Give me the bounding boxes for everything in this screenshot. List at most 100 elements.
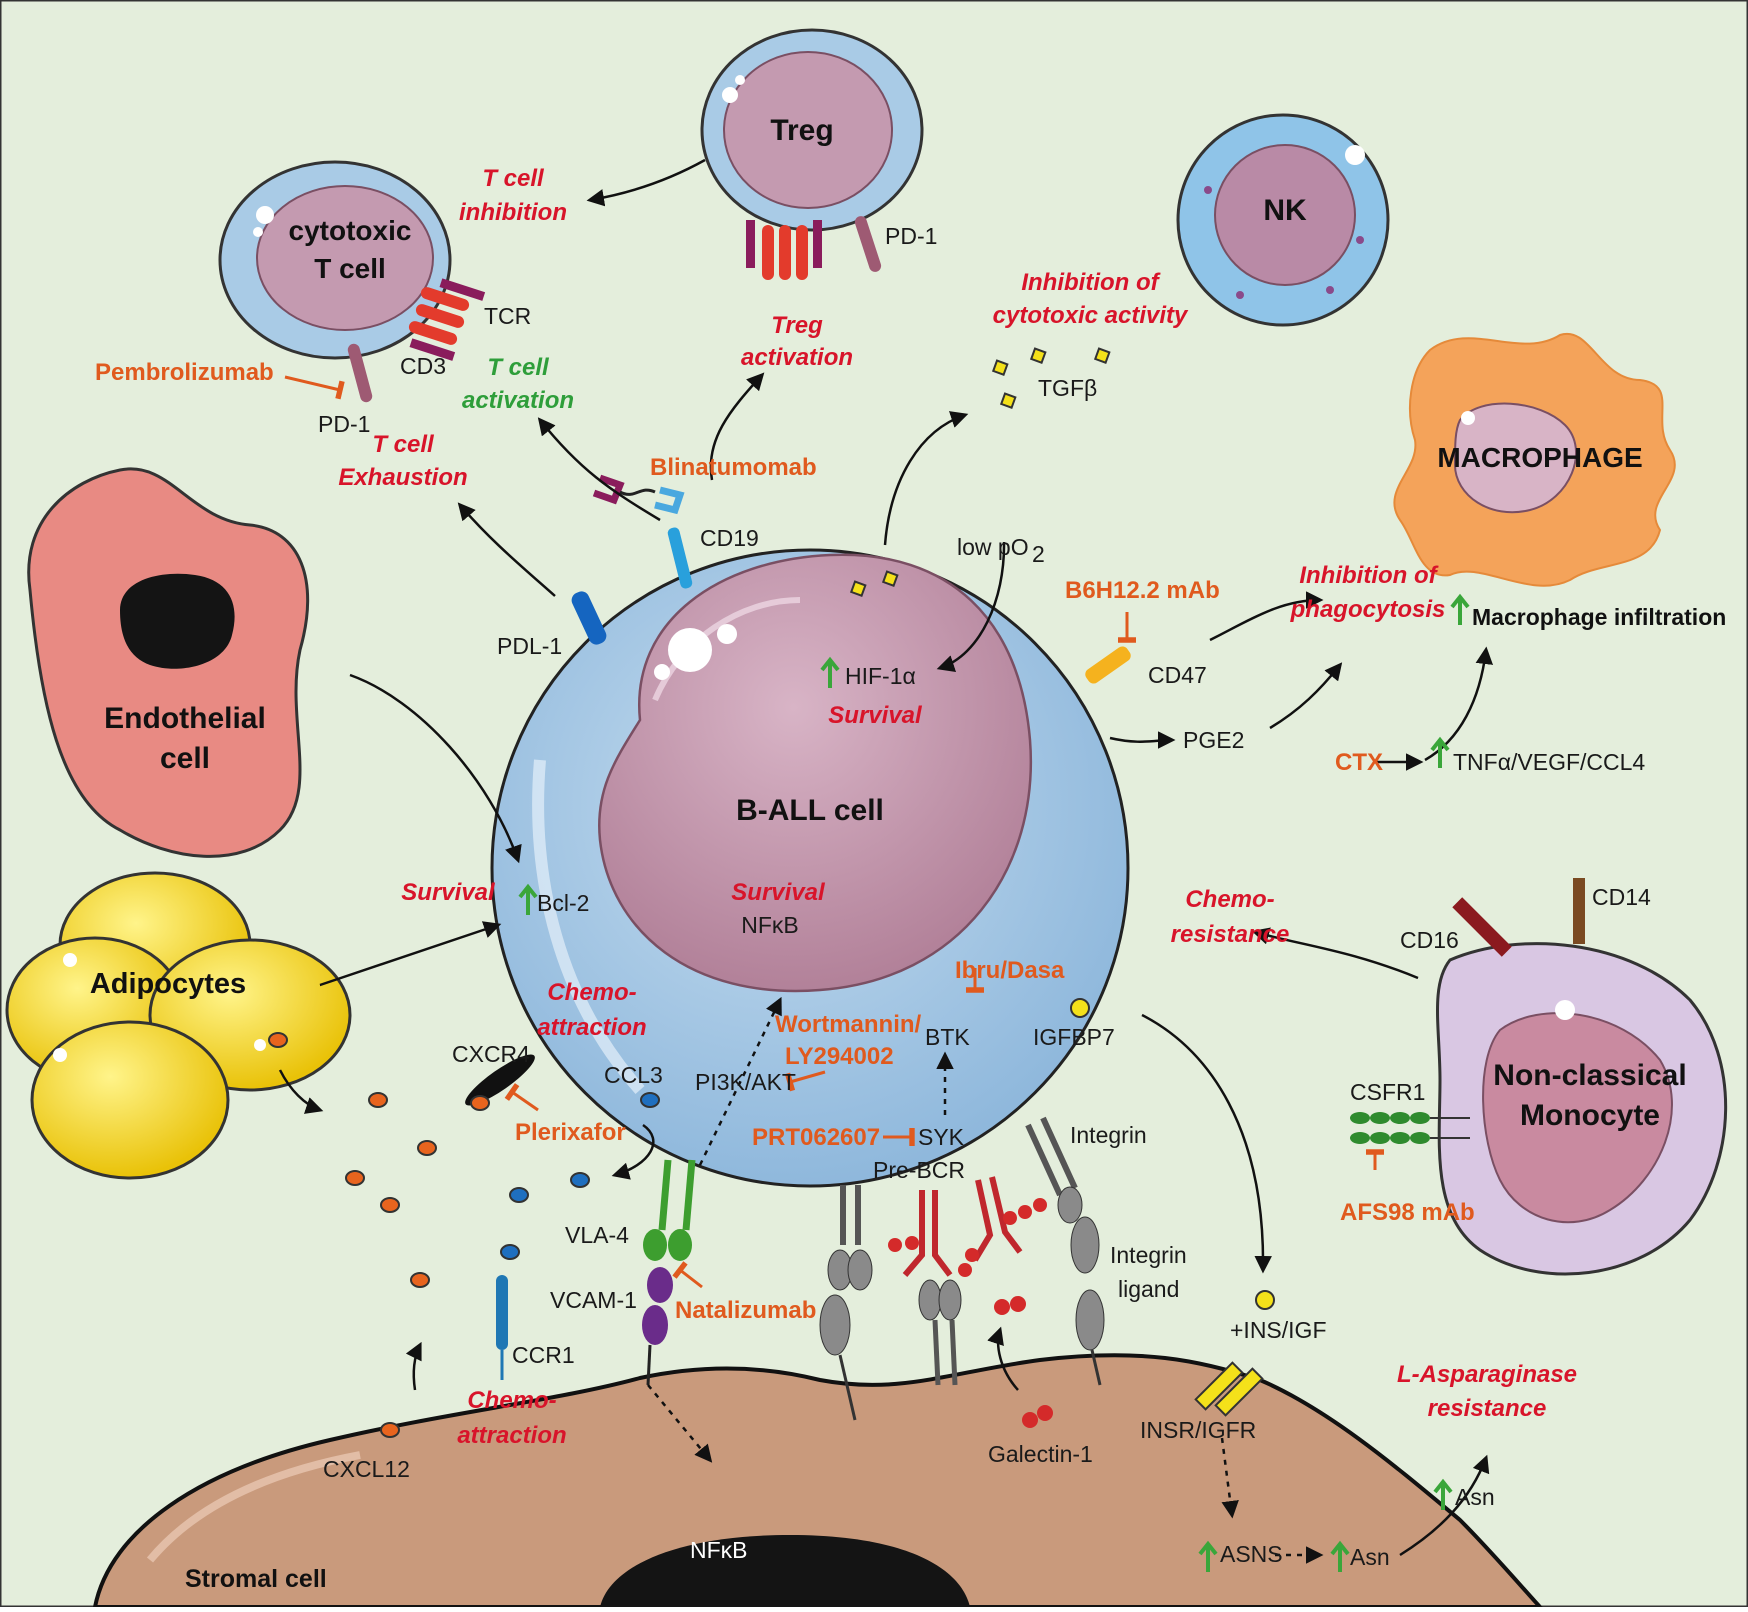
- t-activation-line1: T cell: [487, 354, 550, 381]
- blinatumomab-label: Blinatumomab: [650, 454, 817, 481]
- cytotoxic-name-line1: cytotoxic: [289, 215, 412, 246]
- pd1-receptor-t: [347, 343, 373, 403]
- pdl1-label: PDL-1: [497, 633, 562, 659]
- igfbp7-label: IGFBP7: [1033, 1024, 1115, 1050]
- galectin-label: Galectin-1: [988, 1441, 1093, 1467]
- b6h12-label: B6H12.2 mAb: [1065, 577, 1220, 604]
- cxcr4-receptor: [465, 1054, 535, 1106]
- inhibition-phagocytosis-line1: Inhibition of: [1299, 562, 1438, 589]
- wortmannin-label-2: LY294002: [785, 1043, 894, 1070]
- pre-bcr: [888, 1176, 1047, 1277]
- cd47-label: CD47: [1148, 662, 1207, 688]
- stromal-nucleus: [600, 1535, 970, 1607]
- inhibition-cytotoxic-line1: Inhibition of: [1021, 269, 1160, 296]
- endothelial-name-line2: cell: [160, 742, 210, 775]
- cd3-label: CD3: [400, 353, 446, 379]
- plerixafor-label: Plerixafor: [515, 1119, 626, 1146]
- bcl2-label: Bcl-2: [537, 890, 589, 916]
- t-exhaustion-line1: T cell: [372, 431, 435, 458]
- wortmannin-label-1: Wortmannin/: [775, 1011, 922, 1038]
- nfkb-ball-label: NFκB: [741, 912, 799, 938]
- pembrolizumab-label: Pembrolizumab: [95, 359, 274, 386]
- syk-label: SYK: [918, 1124, 965, 1150]
- pge2-label: PGE2: [1183, 727, 1244, 753]
- adipocytes: [5, 871, 352, 1180]
- cxcr4-label: CXCR4: [452, 1041, 530, 1067]
- tcr-complex: [408, 278, 486, 361]
- chemoattraction-2-line1: Chemo-: [467, 1387, 556, 1414]
- cd16-label: CD16: [1400, 927, 1459, 953]
- monocyte-name-line2: Monocyte: [1520, 1099, 1660, 1132]
- macrophage: [1393, 332, 1676, 587]
- treg-tcr-complex: [746, 220, 822, 280]
- asn-label-1: Asn: [1350, 1544, 1390, 1570]
- monocyte: [1436, 942, 1728, 1276]
- asn-label-2: Asn: [1455, 1484, 1495, 1510]
- l-asparaginase-line1: L-Asparaginase: [1397, 1361, 1577, 1388]
- stromal-cell: [92, 1353, 1545, 1609]
- cd19-receptor: [667, 527, 693, 589]
- upregulation-arrows: [518, 593, 1470, 1572]
- chemokine-dots: [268, 1032, 660, 1438]
- cxcl12-label: CXCL12: [323, 1456, 410, 1482]
- treg-name: Treg: [770, 114, 833, 147]
- pd1-label-treg: PD-1: [885, 223, 937, 249]
- pdl1-receptor: [571, 591, 607, 645]
- macrophage-name: MACROPHAGE: [1437, 442, 1642, 473]
- tgfb-label: TGFβ: [1038, 375, 1097, 401]
- asns-label: ASNS: [1220, 1541, 1283, 1567]
- dashed-arrows: [647, 996, 1324, 1564]
- endothelial-cell: [27, 467, 310, 858]
- integrin-label: Integrin: [1070, 1122, 1147, 1148]
- ibru-dasa-label: Ibru/Dasa: [955, 957, 1065, 984]
- inhibition-cytotoxic-line2: cytotoxic activity: [993, 302, 1189, 329]
- csfr1-receptor: [1350, 1112, 1470, 1144]
- chemoattraction-1-line2: attraction: [537, 1014, 646, 1041]
- ctx-label: CTX: [1335, 749, 1383, 776]
- chemoattraction-1-line1: Chemo-: [547, 979, 636, 1006]
- integrin-ligand-label-2: ligand: [1118, 1276, 1179, 1302]
- tnf-label: TNFα/VEGF/CCL4: [1453, 749, 1645, 775]
- stromal-cell-name: Stromal cell: [185, 1565, 327, 1593]
- macrophage-infiltration-label: Macrophage infiltration: [1472, 604, 1726, 630]
- hif-label: HIF-1α: [845, 663, 916, 689]
- t-inhibition-line2: inhibition: [459, 199, 567, 226]
- low-po2-label: low pO: [957, 534, 1029, 560]
- treg-activation-line2: activation: [741, 344, 853, 371]
- cd47-receptor: [1085, 646, 1131, 684]
- endothelial-name-line1: Endothelial: [104, 702, 266, 735]
- cd16-receptor: [1452, 897, 1512, 957]
- cd19-label: CD19: [700, 525, 759, 551]
- survival-nfkb: Survival: [731, 879, 826, 906]
- arrows: [278, 158, 1494, 1557]
- integrin-ligand-label-1: Integrin: [1110, 1242, 1187, 1268]
- ccr1-receptor: [496, 1275, 508, 1350]
- ball-cell: [490, 548, 1130, 1188]
- chemoattraction-2-line2: attraction: [457, 1422, 566, 1449]
- pre-bcr-label: Pre-BCR: [873, 1157, 965, 1183]
- integrins: [819, 1116, 1105, 1421]
- natalizumab-label: Natalizumab: [675, 1297, 816, 1324]
- l-asparaginase-line2: resistance: [1428, 1395, 1547, 1422]
- survival-hif: Survival: [828, 702, 923, 729]
- nk-name: NK: [1263, 194, 1307, 227]
- ball-cell-name: B-ALL cell: [736, 794, 884, 827]
- csfr1-label: CSFR1: [1350, 1079, 1425, 1105]
- pd1-label-t: PD-1: [318, 411, 370, 437]
- treg-cell: [700, 28, 924, 232]
- cytotoxic-name-line2: T cell: [314, 253, 386, 284]
- inhibition-bars: [284, 375, 1384, 1289]
- afs98-label: AFS98 mAb: [1340, 1199, 1475, 1226]
- t-activation-line2: activation: [462, 387, 574, 414]
- chemoresistance-line2: resistance: [1171, 921, 1290, 948]
- cd14-label: CD14: [1592, 884, 1651, 910]
- insr-igfr-receptor: [1194, 1361, 1264, 1417]
- prt062607-label: PRT062607: [752, 1124, 880, 1151]
- chemoresistance-line1: Chemo-: [1185, 886, 1274, 913]
- cytotoxic-t-cell: [218, 160, 452, 360]
- pi3k-label: PI3K/AKT: [695, 1069, 796, 1095]
- monocyte-name-line1: Non-classical: [1493, 1059, 1686, 1092]
- survival-bcl2: Survival: [401, 879, 496, 906]
